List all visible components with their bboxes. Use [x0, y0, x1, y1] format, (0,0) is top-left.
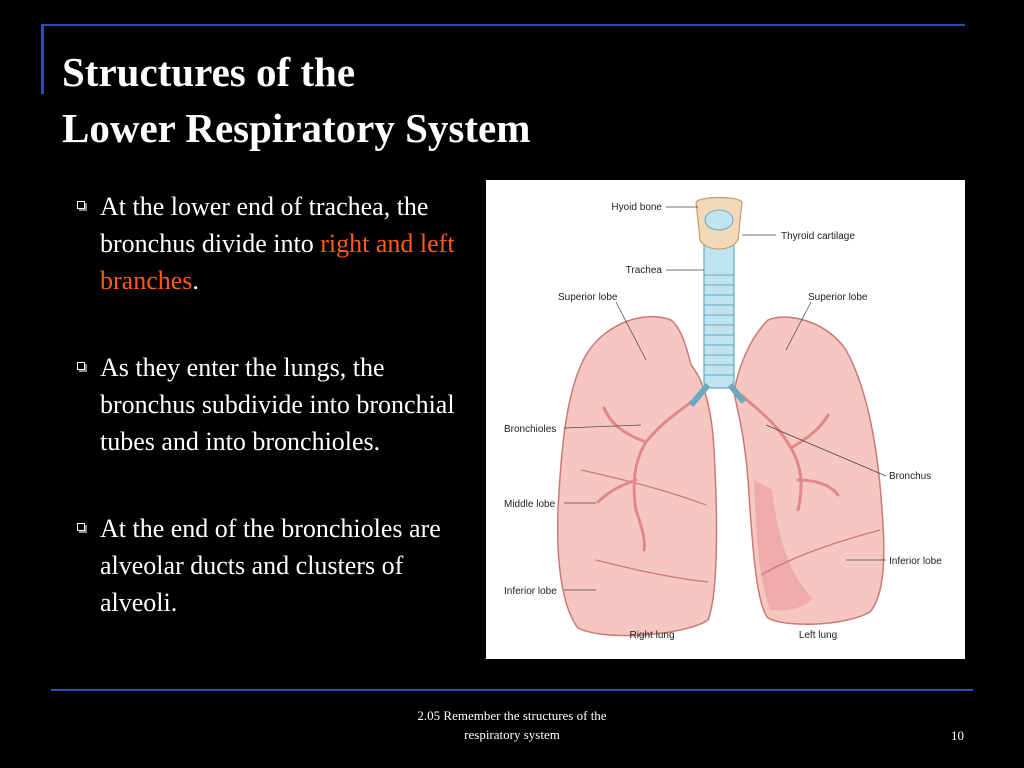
left-lung-shape — [733, 316, 885, 625]
square-bullet-icon — [77, 362, 85, 370]
title-rule-vertical — [41, 26, 44, 94]
right-lung-fissure — [580, 469, 707, 506]
title-rule-horizontal — [41, 24, 965, 26]
label-hyoid-bone: Hyoid bone — [611, 202, 662, 213]
main-bronchi — [688, 383, 747, 407]
right-lung-fissure-lower — [595, 559, 709, 583]
square-bullet-icon — [77, 523, 85, 531]
thyroid-cartilage-shape — [704, 209, 734, 231]
label-left-lung: Left lung — [799, 630, 837, 641]
bullet-item: At the lower end of trachea, the bronchu… — [74, 188, 484, 299]
label-superior-lobe-left: Superior lobe — [808, 292, 868, 303]
bullet-text: As they enter the lungs, the bronchus su… — [100, 353, 455, 456]
label-inferior-lobe-right: Inferior lobe — [504, 586, 557, 597]
trachea-rings — [704, 274, 734, 376]
bullet-item: As they enter the lungs, the bronchus su… — [74, 349, 484, 460]
footer-caption: 2.05 Remember the structures of the resp… — [380, 706, 644, 744]
label-bronchioles: Bronchioles — [504, 424, 556, 435]
lungs-illustration: Hyoid bone Thyroid cartilage Trachea Sup… — [504, 196, 942, 641]
square-bullet-icon — [77, 201, 85, 209]
slide-title-line-1: Structures of the — [62, 49, 356, 95]
label-inferior-lobe-left: Inferior lobe — [889, 556, 942, 567]
bullet-list: At the lower end of trachea, the bronchu… — [74, 188, 484, 621]
label-bronchus: Bronchus — [889, 471, 931, 482]
page-number: 10 — [951, 728, 964, 743]
bullet-highlight: right and left branches — [100, 229, 455, 295]
footer-caption-line-1: 2.05 Remember the structures of the — [417, 708, 607, 723]
slide-title: Structures of the Lower Respiratory Syst… — [62, 44, 662, 156]
left-lung-fissure — [760, 529, 881, 576]
label-superior-lobe-right: Superior lobe — [558, 292, 618, 303]
label-trachea: Trachea — [626, 265, 663, 276]
footer-caption-line-2: respiratory system — [464, 727, 560, 742]
bullet-suffix: . — [192, 266, 199, 295]
label-middle-lobe: Middle lobe — [504, 499, 556, 510]
bronchial-tree — [596, 393, 840, 552]
bullet-item: At the end of the bronchioles are alveol… — [74, 510, 484, 621]
slide-title-line-2: Lower Respiratory System — [62, 105, 531, 151]
lungs-diagram: Hyoid bone Thyroid cartilage Trachea Sup… — [486, 180, 965, 659]
label-thyroid-cartilage: Thyroid cartilage — [781, 231, 855, 242]
bullet-text: At the end of the bronchioles are alveol… — [100, 514, 441, 617]
left-lung-shadow — [754, 480, 812, 611]
right-lung-shape — [556, 315, 718, 637]
bullet-text: At the lower end of trachea, the bronchu… — [100, 192, 429, 258]
footer-rule — [51, 689, 973, 691]
label-right-lung: Right lung — [629, 630, 674, 641]
leader-lines — [563, 206, 887, 591]
